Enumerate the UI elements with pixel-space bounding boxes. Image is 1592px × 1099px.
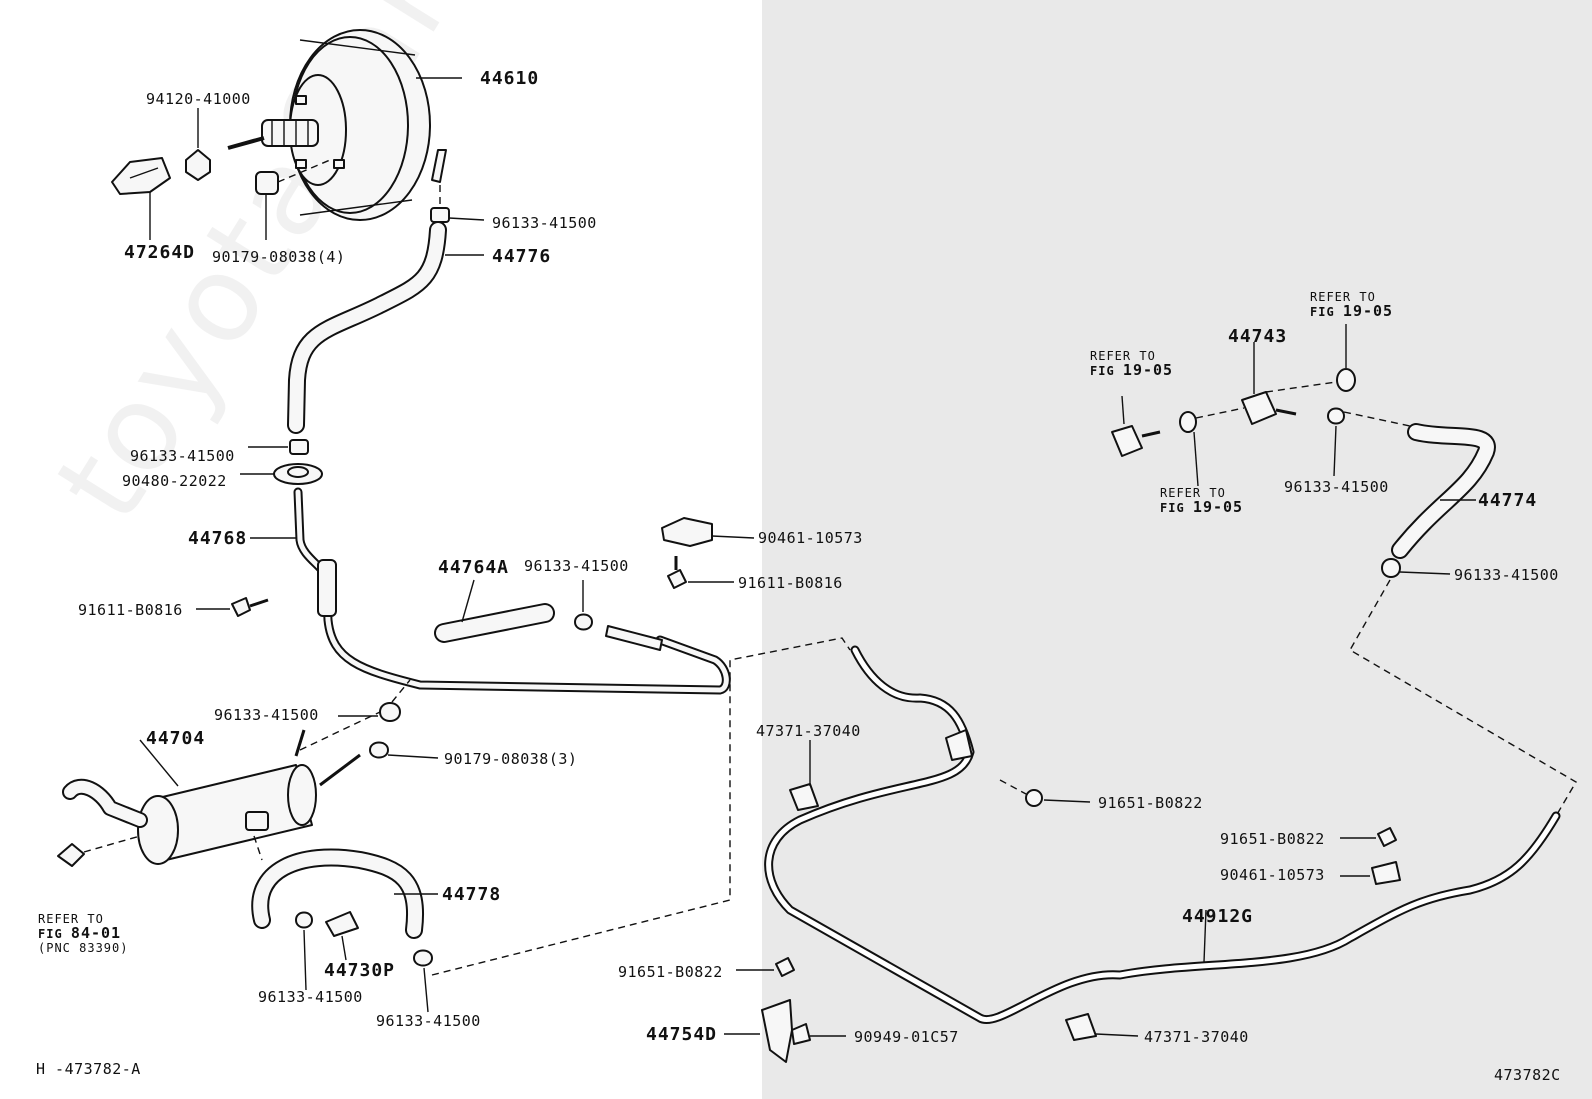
bolt-91611-left: [231, 597, 251, 617]
label-96133-41500-e: 96133-41500: [258, 988, 363, 1006]
clamp-96133-mid: [289, 439, 309, 455]
clamp-96133-top: [430, 207, 450, 223]
washer-left: [1179, 411, 1197, 433]
label-44743: 44743: [1228, 326, 1288, 347]
bracket-44754d: [761, 999, 793, 1063]
label-96133-41500-h: 96133-41500: [1454, 566, 1559, 584]
clamp-96133-bottom: [413, 949, 433, 967]
label-96133-41500-b: 96133-41500: [130, 447, 235, 465]
clamp-96133-right: [574, 613, 593, 631]
clamp-96133-right-bottom: [1381, 558, 1401, 578]
canister-44704: [62, 729, 361, 865]
washer-right: [1336, 368, 1356, 392]
bolt-91651-right: [1377, 827, 1397, 847]
label-91651-b0822-b: 91651-B0822: [1220, 830, 1325, 848]
bolt-91611-top: [667, 569, 687, 589]
label-44754d: 44754D: [646, 1024, 718, 1045]
clamp-96133-lower: [295, 911, 313, 929]
label-90461-10573-b: 90461-10573: [1220, 866, 1325, 884]
brake-booster: [227, 29, 447, 221]
label-91651-b0822-c: 91651-B0822: [618, 963, 723, 981]
label-47264d: 47264D: [124, 242, 196, 263]
nut-90179: [255, 171, 279, 195]
shaded-panel: [762, 0, 1592, 1099]
label-47371-37040-b: 47371-37040: [1144, 1028, 1249, 1046]
label-90949-01c57: 90949-01C57: [854, 1028, 959, 1046]
label-44704: 44704: [146, 728, 206, 749]
label-44774: 44774: [1478, 490, 1538, 511]
label-90480-22022: 90480-22022: [122, 472, 227, 490]
footer-right-code: 473782C: [1494, 1066, 1561, 1084]
label-96133-41500-d: 96133-41500: [214, 706, 319, 724]
label-90461-10573-a: 90461-10573: [758, 529, 863, 547]
bolt-91651-mid: [1025, 789, 1043, 807]
label-44776: 44776: [492, 246, 552, 267]
clevis-47264d: [111, 157, 171, 195]
clamp-96133-right-top: [1327, 407, 1345, 425]
refer-note-left: REFER TO FIG 19-05: [1090, 349, 1174, 379]
bracket-90461-right: [1371, 861, 1401, 885]
label-96133-41500-c: 96133-41500: [524, 557, 629, 575]
clamp-96133-canister: [379, 702, 401, 722]
valve-44730p: [325, 911, 359, 937]
bracket-90461-top: [661, 517, 713, 547]
footer-left-code: H -473782-A: [36, 1060, 141, 1078]
refer-note-top: REFER TO FIG 19-05: [1310, 290, 1394, 320]
plug-left: [1111, 425, 1143, 457]
label-44768: 44768: [188, 528, 248, 549]
label-44764a: 44764A: [438, 557, 510, 578]
label-90179-08038-3: 90179-08038(3): [444, 750, 578, 768]
clip-47371-right: [1065, 1013, 1097, 1041]
label-91611-b0816-b: 91611-B0816: [738, 574, 843, 592]
label-44730p: 44730P: [324, 960, 396, 981]
nut-94120: [185, 149, 211, 181]
clip-47371-left: [789, 783, 819, 811]
label-96133-41500-f: 96133-41500: [376, 1012, 481, 1030]
label-90179-08038-4: 90179-08038(4): [212, 248, 346, 266]
label-44778: 44778: [442, 884, 502, 905]
fitting-canister-left: [57, 843, 85, 867]
label-44912g: 44912G: [1182, 906, 1254, 927]
tube-connector: [317, 559, 337, 617]
bolt-91651-bottom: [775, 957, 795, 977]
refer-note-bottom: REFER TO FIG 19-05: [1160, 486, 1244, 516]
label-44610: 44610: [480, 68, 540, 89]
label-91611-b0816-a: 91611-B0816: [78, 601, 183, 619]
nut-90179-canister: [369, 741, 389, 759]
label-96133-41500-g: 96133-41500: [1284, 478, 1389, 496]
label-47371-37040-a: 47371-37040: [756, 722, 861, 740]
label-94120-41000: 94120-41000: [146, 90, 251, 108]
label-96133-41500-a: 96133-41500: [492, 214, 597, 232]
refer-note-canister: REFER TO FIG 84-01 (PNC 83390): [38, 912, 129, 955]
label-91651-b0822-a: 91651-B0822: [1098, 794, 1203, 812]
clip-90949: [791, 1023, 811, 1045]
union-44743: [1241, 391, 1277, 425]
pipe-clamp: [945, 729, 973, 761]
